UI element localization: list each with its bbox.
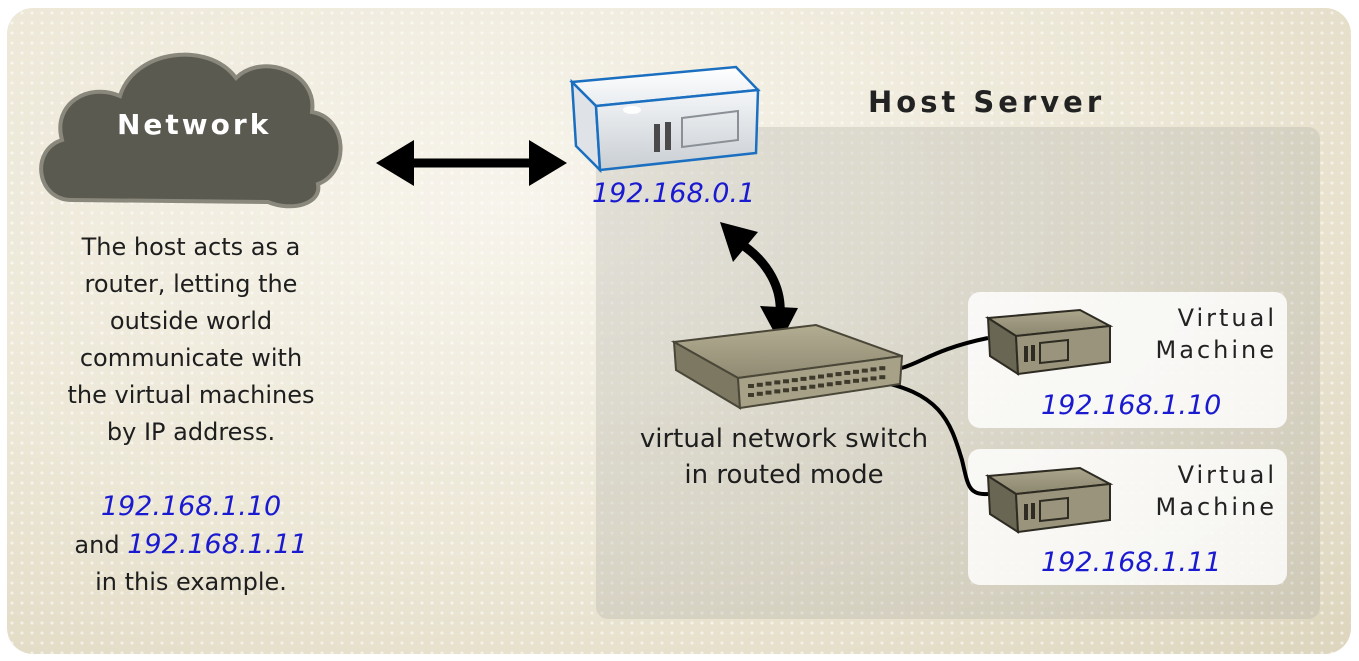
switch-port: [800, 376, 807, 381]
switch-caption: virtual network switch in routed mode: [600, 421, 968, 493]
description-line-3: outside world: [109, 307, 273, 335]
switch-port: [853, 369, 859, 374]
switch-port: [809, 384, 816, 389]
switch-port: [844, 379, 851, 384]
network-router-arrow: [376, 140, 567, 186]
switch-port: [835, 381, 842, 386]
switch-port: [748, 384, 754, 388]
network-label: Network: [117, 108, 272, 141]
switch-port: [879, 375, 886, 380]
switch-caption-line-1: virtual network switch: [639, 424, 929, 454]
switch-port: [870, 376, 877, 381]
switch-port: [783, 379, 789, 384]
switch-caption-line-2: in routed mode: [684, 460, 884, 490]
description-spacer: [30, 451, 352, 488]
router-switch-arrow: [720, 222, 798, 343]
network-cloud-icon: [39, 52, 343, 209]
switch-port: [791, 387, 798, 392]
vm-2-title-line-1: Virtual: [1177, 461, 1277, 489]
vm-1-ip: 192.168.1.10: [1041, 390, 1222, 421]
switch-port: [765, 381, 772, 386]
router-icon: [569, 65, 761, 174]
vm-2-server-icon: [984, 466, 1114, 534]
switch-port: [748, 393, 754, 397]
description-text: The host acts as a router, letting the o…: [30, 229, 352, 601]
vm-1-server-icon: [984, 308, 1114, 376]
switch-port: [826, 382, 833, 387]
vm-2-title: Virtual Machine: [1097, 459, 1277, 523]
vm-1-title-line-1: Virtual: [1177, 304, 1277, 332]
host-server-title: Host Server: [868, 85, 1106, 119]
description-line-1: The host acts as a: [81, 233, 301, 261]
description-ip-2: 192.168.1.11: [127, 529, 308, 560]
switch-port: [853, 378, 859, 383]
vm-1-title-line-2: Machine: [1155, 336, 1277, 364]
switch-port: [861, 377, 868, 382]
switch-port: [774, 389, 781, 394]
switch-port: [818, 374, 824, 379]
description-line-2: router, letting the: [84, 270, 298, 298]
router-ip: 192.168.0.1: [592, 178, 756, 209]
switch-port: [756, 382, 763, 387]
switch-port: [783, 388, 789, 393]
switch-port: [835, 372, 842, 377]
description-line-4: communicate with: [79, 344, 303, 372]
switch-port: [844, 370, 851, 375]
switch-port: [765, 390, 772, 395]
network-switch-icon: [670, 323, 904, 410]
switch-port: [818, 383, 824, 388]
switch-port: [826, 373, 833, 378]
description-line-5: the virtual machines: [67, 381, 315, 409]
switch-port: [791, 378, 798, 383]
switch-port: [809, 375, 816, 380]
vm-2-ip: 192.168.1.11: [1041, 547, 1222, 578]
description-tail: in this example.: [95, 568, 287, 596]
switch-port: [861, 368, 868, 373]
switch-port: [870, 367, 877, 372]
vm-1-title: Virtual Machine: [1097, 302, 1277, 366]
switch-ports: [748, 366, 886, 397]
switch-port: [800, 385, 807, 390]
switch-port: [879, 366, 886, 371]
switch-port: [756, 391, 763, 396]
vm-2-title-line-2: Machine: [1155, 493, 1277, 521]
description-and: and: [74, 531, 120, 559]
switch-port: [774, 380, 781, 385]
description-ip-1: 192.168.1.10: [100, 491, 282, 522]
description-line-6: by IP address.: [106, 418, 276, 446]
